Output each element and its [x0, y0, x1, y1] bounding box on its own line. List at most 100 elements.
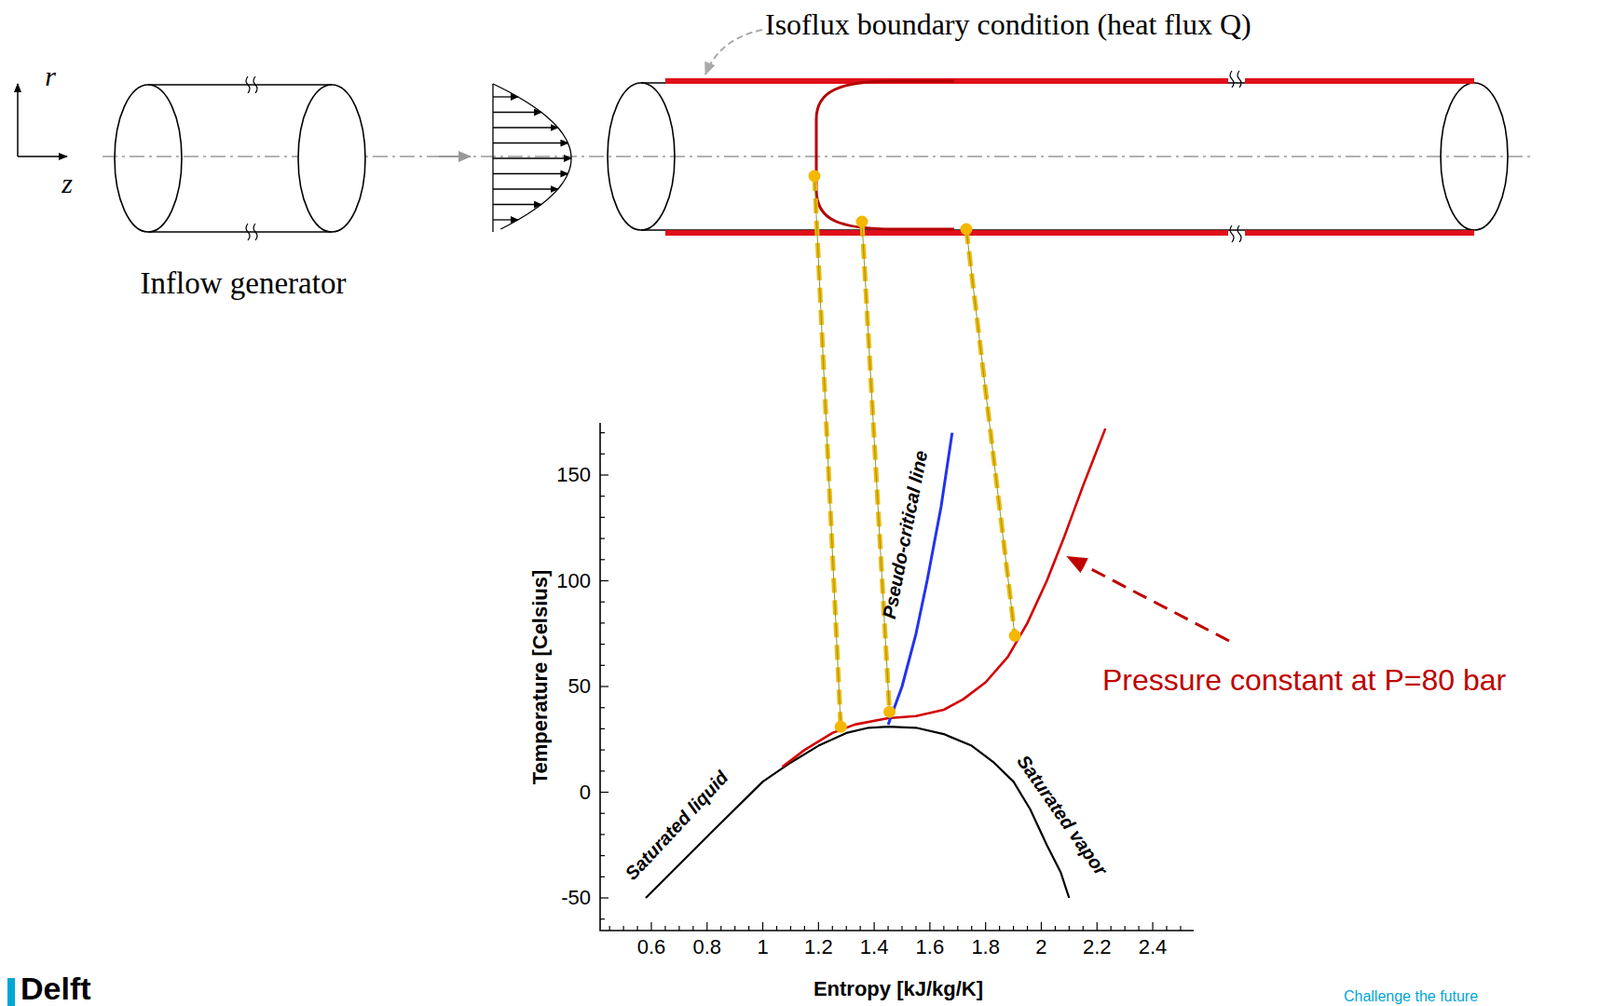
- tick: [998, 926, 1000, 931]
- tick: [1054, 926, 1056, 931]
- state-dot: [808, 170, 821, 183]
- tick: [720, 926, 722, 931]
- tick: [600, 792, 609, 794]
- tick: [860, 926, 862, 931]
- tick: [984, 922, 986, 931]
- state-dot: [883, 706, 896, 719]
- tick: [846, 926, 848, 931]
- boundary-label: Isoflux boundary condition (heat flux Q): [765, 9, 1252, 40]
- tick: [600, 474, 609, 476]
- tick: [623, 926, 625, 931]
- tick-label: 0.6: [637, 937, 667, 958]
- curve-label: Pseudo-critical line: [879, 449, 931, 621]
- tick: [600, 770, 605, 772]
- tick-label: 50: [568, 676, 591, 698]
- tick: [957, 926, 958, 931]
- tick: [600, 813, 605, 815]
- tick: [664, 926, 666, 931]
- state-link: [861, 221, 890, 712]
- tick: [600, 834, 605, 835]
- tick: [1068, 926, 1070, 931]
- tick: [600, 855, 605, 857]
- velocity-arrow: [492, 204, 542, 206]
- tick-label: 1.4: [860, 937, 889, 958]
- flow-arrow: [438, 155, 471, 158]
- tick: [1124, 926, 1126, 931]
- tick: [1151, 922, 1153, 931]
- tick: [600, 453, 605, 455]
- tick: [901, 926, 903, 931]
- tick: [600, 643, 605, 645]
- tick-label: 150: [556, 464, 591, 486]
- tick: [1026, 926, 1028, 931]
- tick: [600, 897, 609, 899]
- tick: [1096, 922, 1098, 931]
- logo-text: Delft: [20, 972, 92, 1005]
- tick: [600, 685, 609, 687]
- axis-title: Entropy [kJ/kg/K]: [813, 979, 984, 1000]
- tick: [600, 876, 605, 878]
- tick: [692, 926, 694, 931]
- tick: [970, 926, 972, 931]
- velocity-arrow: [492, 95, 519, 97]
- state-link: [966, 229, 1015, 637]
- tick: [748, 926, 750, 931]
- logo-bar: [7, 978, 15, 1006]
- tick-label: 2: [1035, 937, 1047, 958]
- state-link: [814, 176, 841, 727]
- tick: [600, 432, 605, 434]
- tick: [650, 922, 652, 931]
- tick: [600, 495, 605, 497]
- callout-arrow: [1067, 557, 1230, 642]
- tick: [600, 749, 605, 751]
- tick: [790, 926, 792, 931]
- state-link: [861, 221, 890, 712]
- tick: [1012, 926, 1014, 931]
- footer-text: Challenge the future: [1343, 989, 1478, 1005]
- tick: [600, 537, 605, 539]
- tick: [1137, 926, 1139, 931]
- velocity-arrow: [492, 111, 542, 113]
- part-label: Inflow generator: [140, 268, 347, 300]
- tick: [1040, 922, 1042, 931]
- tick: [943, 926, 944, 931]
- tick: [600, 559, 605, 561]
- tick: [1165, 926, 1167, 931]
- tick: [804, 926, 806, 931]
- callout-note: Pressure constant at P=80 bar: [1102, 665, 1506, 696]
- tick-label: 0.8: [692, 937, 722, 958]
- heated-wall: [665, 81, 1475, 233]
- tick: [832, 926, 834, 931]
- axis-label: z: [61, 169, 73, 198]
- pipe: [607, 82, 1508, 231]
- thermal-boundary-layer: [816, 81, 955, 230]
- tick: [600, 601, 605, 603]
- tick: [874, 922, 876, 931]
- velocity-profile: [492, 83, 572, 233]
- tick: [600, 728, 605, 730]
- tick-label: -50: [560, 888, 591, 909]
- tick: [600, 622, 605, 624]
- saturation-dome: [645, 726, 1069, 899]
- inflow-cylinder: [114, 84, 366, 233]
- axis-label: r: [44, 62, 56, 91]
- tick-label: 0: [579, 782, 591, 804]
- tick: [818, 922, 820, 931]
- state-links: [808, 170, 1022, 734]
- tick: [776, 926, 778, 931]
- velocity-arrow: [492, 157, 572, 159]
- tick: [600, 665, 605, 667]
- tick: [1082, 926, 1084, 931]
- tick: [600, 580, 609, 582]
- state-dot: [1009, 629, 1022, 643]
- tick: [600, 707, 605, 709]
- break-mark: [246, 70, 1242, 243]
- tick: [1179, 926, 1181, 931]
- tick: [887, 926, 889, 931]
- tick: [600, 517, 605, 519]
- velocity-arrow: [492, 188, 559, 190]
- tick: [706, 922, 708, 931]
- tick: [636, 926, 638, 931]
- tick-label: 2.4: [1138, 937, 1168, 958]
